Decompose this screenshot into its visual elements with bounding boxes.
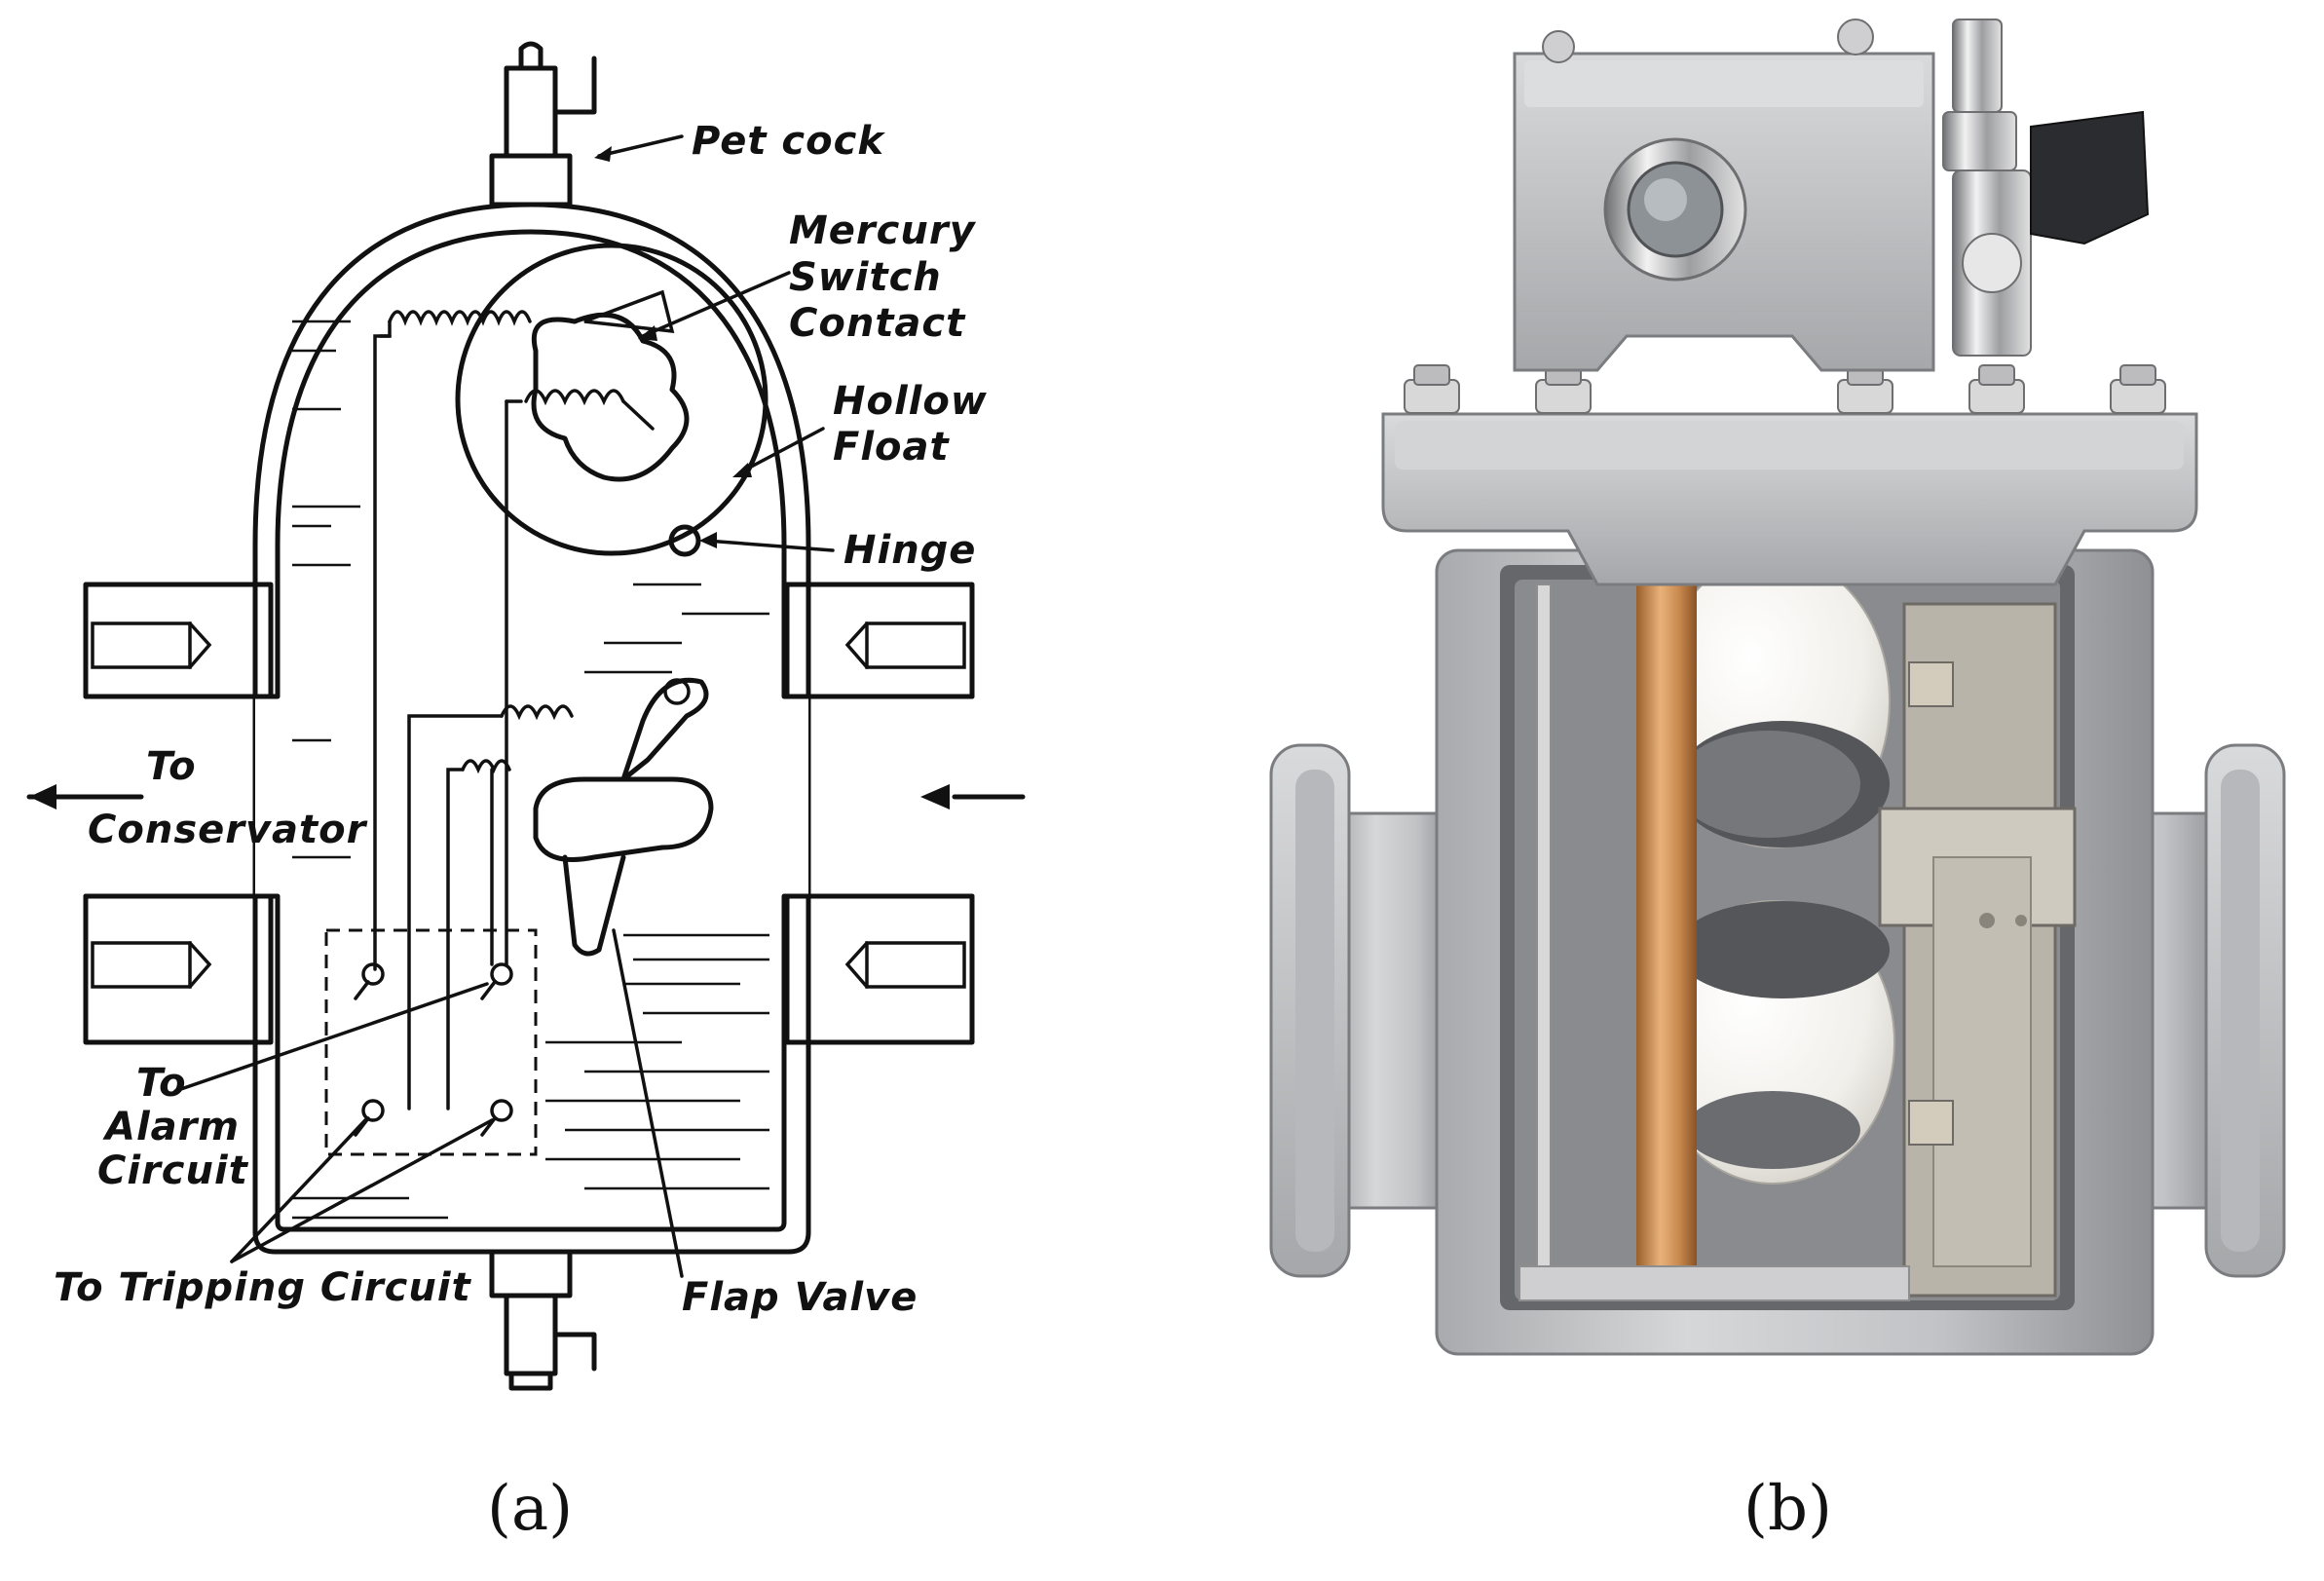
label-to-alarm-to: To — [136, 1061, 187, 1106]
label-to-conservator-to: To — [146, 744, 197, 789]
left-flange — [1269, 743, 1453, 1278]
sight-glass — [1603, 137, 1747, 282]
hollow-float — [455, 243, 768, 556]
label-hinge: Hinge — [843, 528, 976, 573]
switch-mechanism — [1878, 602, 2077, 1298]
flow-arrows — [26, 784, 1026, 809]
cover-bolts — [1404, 364, 2166, 414]
label-flap-valve: Flap Valve — [682, 1275, 918, 1320]
lower-float — [1650, 900, 1895, 1185]
oil-shading — [292, 320, 769, 1220]
upper-float — [1655, 554, 1891, 848]
drain-cock-bottom — [489, 1249, 597, 1391]
buchholz-relay-photo: (b) — [1269, 19, 2286, 1545]
annotation-leaders — [173, 134, 835, 1278]
label-to-alarm-alarm: Alarm — [102, 1105, 240, 1149]
label-contact: Contact — [789, 301, 966, 346]
right-pipe-flange — [784, 582, 975, 1045]
brass-rod — [1636, 546, 1697, 1296]
caption-b: (b) — [1743, 1473, 1832, 1545]
caption-a: (a) — [487, 1473, 573, 1545]
mercury-switch-coil — [388, 310, 532, 326]
buchholz-relay-schematic: Pet cock Mercury Switch Contact Hollow F… — [26, 41, 1026, 1545]
test-valve — [1942, 19, 2150, 357]
pet-cock-top — [489, 41, 597, 207]
base-plate — [1518, 1265, 1910, 1301]
label-mercury: Mercury — [789, 208, 977, 253]
label-float: Float — [833, 425, 951, 470]
label-conservator: Conservator — [88, 808, 368, 852]
label-pet-cock: Pet cock — [692, 119, 885, 164]
label-to-tripping-circuit: To Tripping Circuit — [54, 1265, 472, 1310]
label-to-alarm-circuit: Circuit — [97, 1148, 249, 1193]
label-hollow: Hollow — [833, 379, 988, 424]
guide-rod — [1536, 583, 1552, 1267]
hinge — [668, 524, 701, 557]
relay-housing — [83, 202, 975, 1255]
flap-valve — [461, 677, 714, 957]
label-switch: Switch — [789, 255, 942, 300]
